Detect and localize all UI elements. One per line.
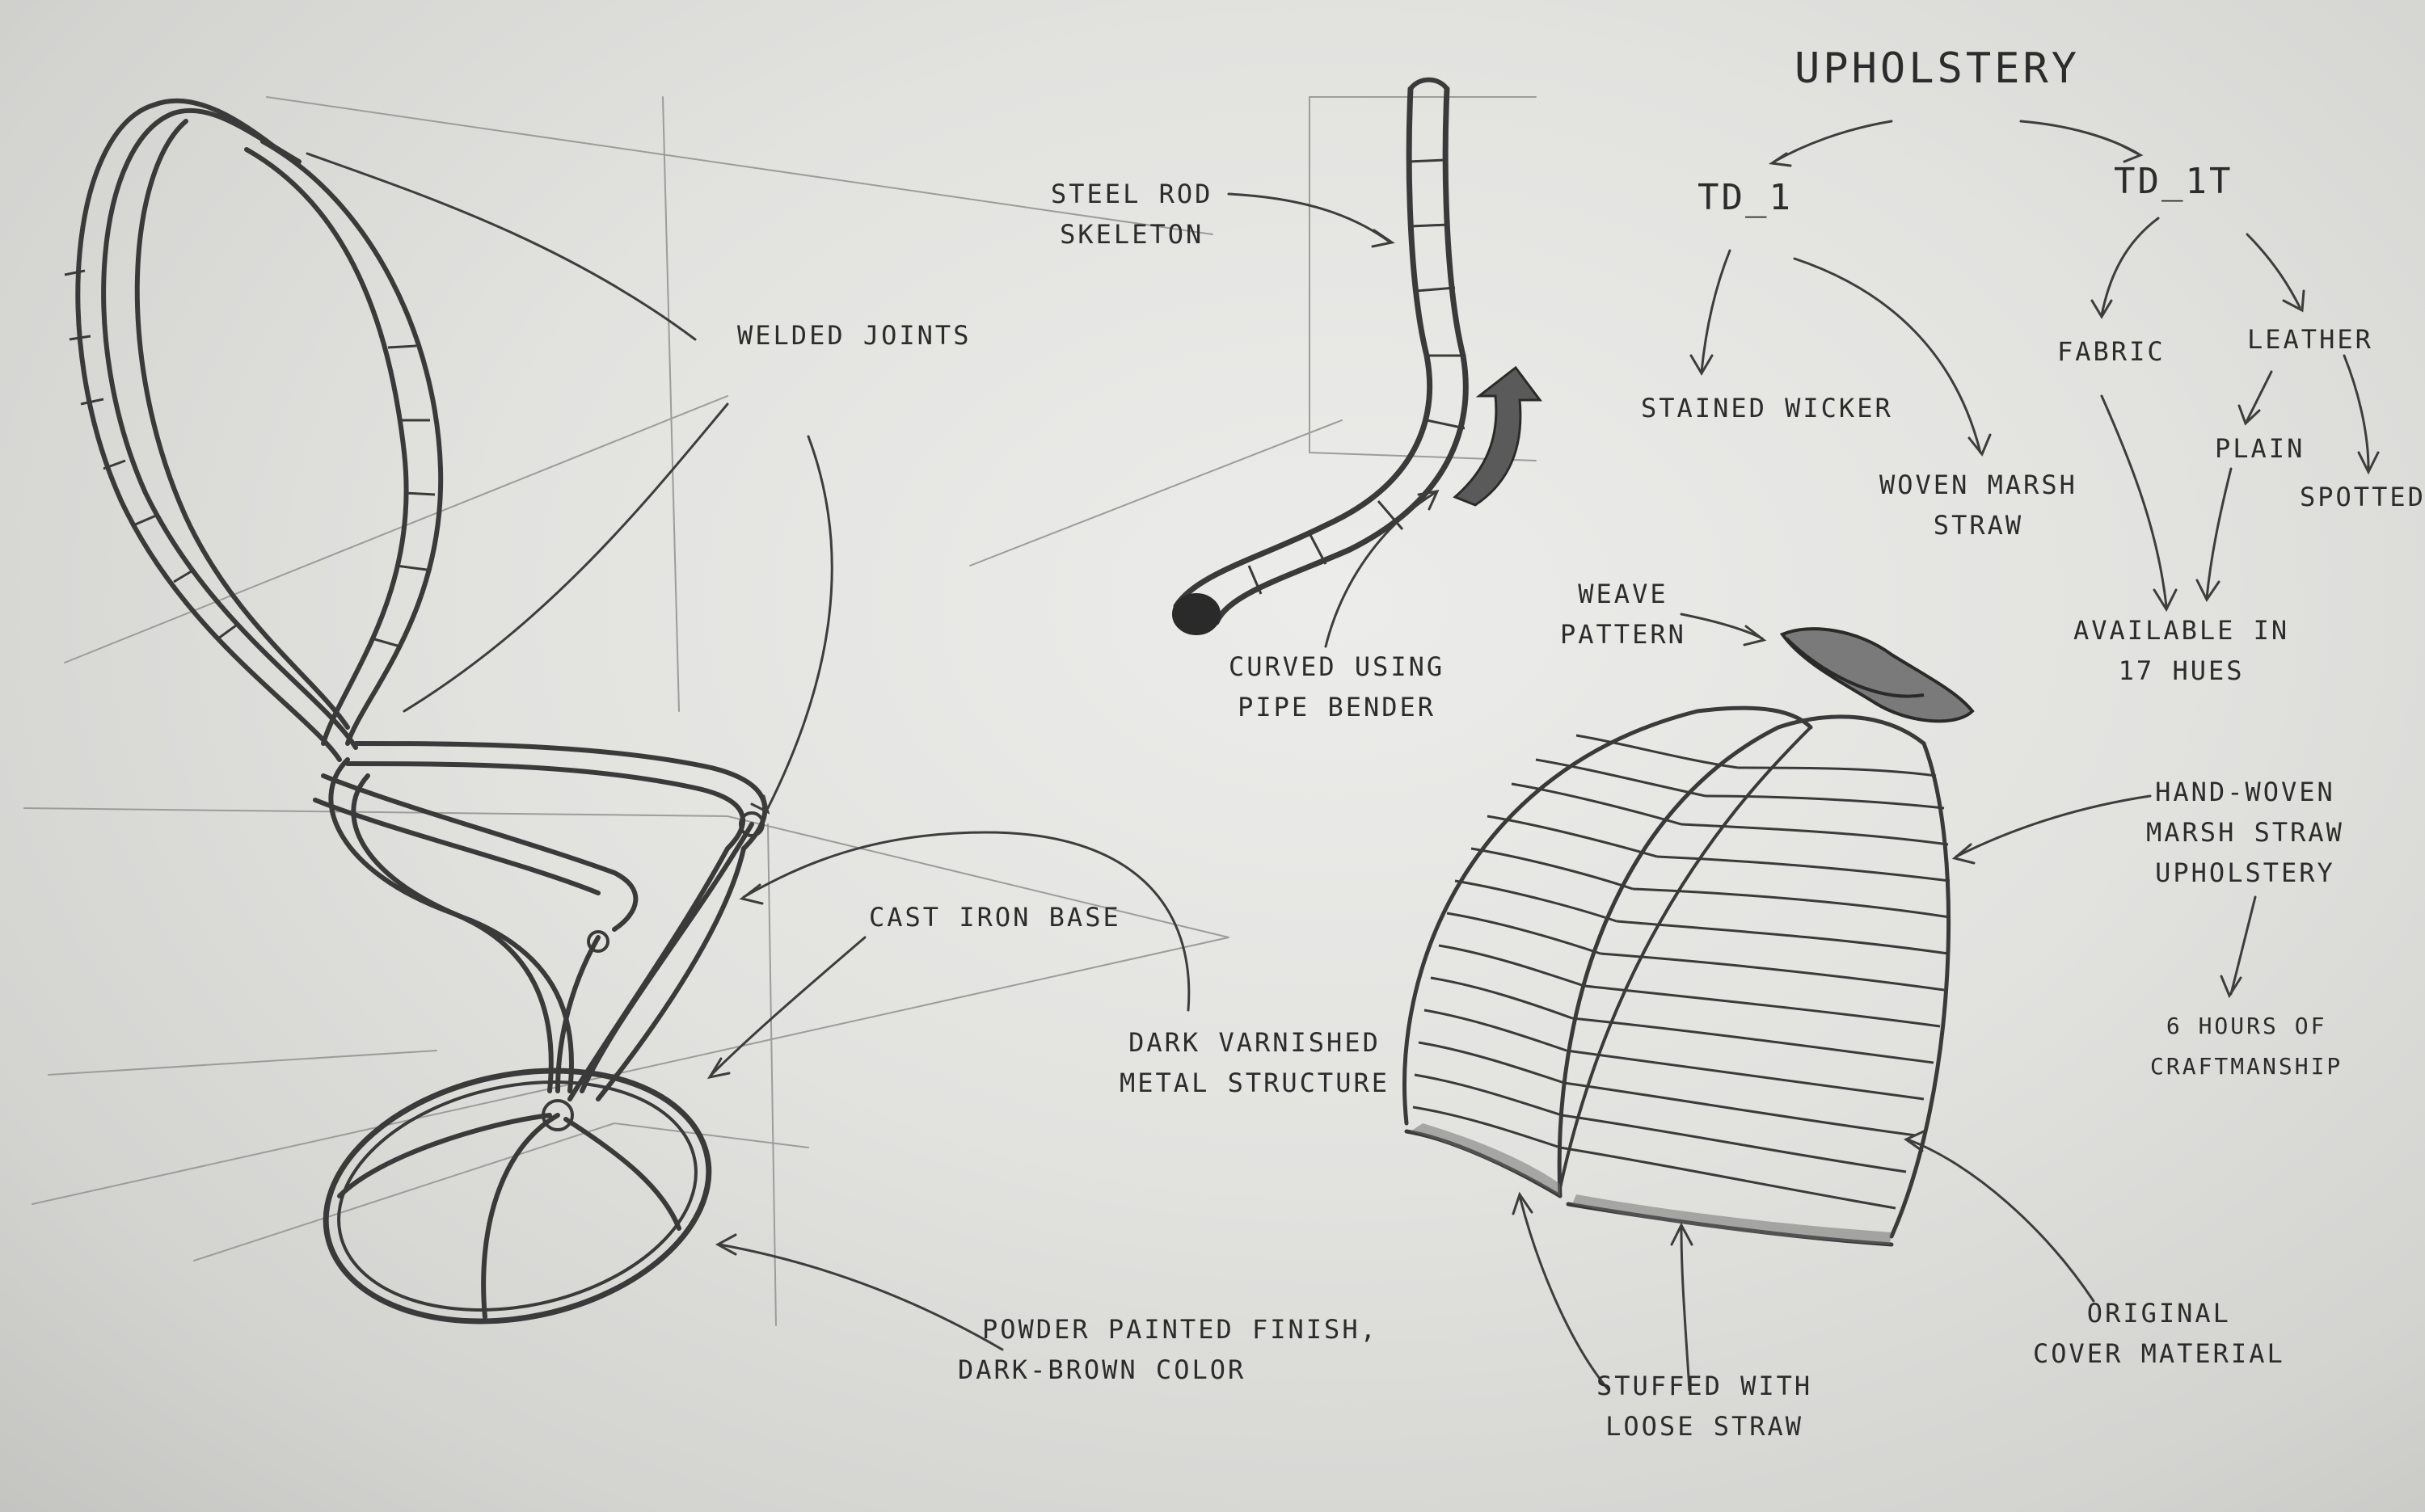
available-hues-label: Available in 17 Hues bbox=[2073, 610, 2289, 691]
stuffed-straw-label: Stuffed with Loose Straw bbox=[1596, 1366, 1812, 1447]
original-cover-line-2: Cover Material bbox=[2033, 1338, 2285, 1369]
plain-label: Plain bbox=[2215, 433, 2305, 464]
weave-pattern-line-2: Pattern bbox=[1560, 619, 1686, 650]
steel-rod-label: Steel Rod Skeleton bbox=[1051, 174, 1212, 255]
six-hours-line-2: Craftmanship bbox=[2150, 1053, 2343, 1080]
curved-using-line-2: Pipe Bender bbox=[1238, 692, 1436, 722]
powder-painted-line-1: Powder Painted Finish, bbox=[982, 1314, 1378, 1345]
available-line-1: Available in bbox=[2073, 615, 2290, 646]
steel-rod-drawing bbox=[1172, 77, 1542, 635]
stained-wicker-label: Stained Wicker bbox=[1641, 393, 1893, 423]
woven-marsh-line-2: Straw bbox=[1933, 510, 2024, 541]
six-hours-line-1: 6 Hours of bbox=[2166, 1013, 2327, 1039]
weave-pattern-line-1: Weave bbox=[1578, 579, 1668, 609]
curved-using-line-1: Curved Using bbox=[1229, 651, 1445, 682]
spotted-label: Spotted bbox=[2300, 482, 2425, 512]
steel-rod-line-1: Steel Rod bbox=[1051, 179, 1213, 209]
available-line-2: 17 Hues bbox=[2118, 655, 2245, 686]
curved-using-label: Curved Using Pipe Bender bbox=[1229, 646, 1444, 727]
fabric-label: Fabric bbox=[2057, 336, 2166, 367]
powder-painted-label: Powder Painted Finish, Dark-Brown Color bbox=[958, 1309, 1378, 1390]
construction-lines bbox=[23, 96, 1537, 1326]
upholstery-title: Upholstery bbox=[1794, 44, 2081, 93]
cushion-drawing bbox=[1402, 627, 1975, 1247]
hand-woven-line-1: Hand-Woven bbox=[2155, 777, 2335, 807]
powder-painted-line-2: Dark-Brown Color bbox=[958, 1354, 1246, 1385]
steel-rod-line-2: Skeleton bbox=[1060, 219, 1204, 250]
hand-woven-line-2: Marsh Straw bbox=[2146, 817, 2344, 848]
woven-marsh-label: Woven Marsh Straw bbox=[1879, 465, 2077, 545]
cast-iron-base-label: Cast Iron Base bbox=[869, 902, 1121, 933]
dark-varnished-line-1: Dark Varnished bbox=[1128, 1027, 1381, 1058]
six-hours-label: 6 Hours of Craftmanship bbox=[2150, 1006, 2343, 1087]
stuffed-line-2: Loose Straw bbox=[1605, 1411, 1804, 1442]
hand-woven-line-3: Upholstery bbox=[2155, 857, 2335, 888]
dark-varnished-label: Dark Varnished Metal Structure bbox=[1120, 1022, 1390, 1103]
stuffed-line-1: Stuffed with bbox=[1596, 1371, 1813, 1401]
leather-label: Leather bbox=[2247, 324, 2373, 355]
chair-frame-drawing bbox=[64, 98, 768, 1325]
hand-woven-label: Hand-Woven Marsh Straw Upholstery bbox=[2146, 772, 2344, 893]
welded-joints-label: Welded Joints bbox=[737, 320, 972, 351]
woven-marsh-line-1: Woven Marsh bbox=[1879, 470, 2077, 500]
annotation-arrows bbox=[306, 120, 2380, 1392]
original-cover-line-1: Original bbox=[2086, 1298, 2231, 1329]
td-1t-label: TD_1T bbox=[2114, 161, 2233, 202]
weave-pattern-label: Weave Pattern bbox=[1560, 574, 1686, 655]
td-1-label: TD_1 bbox=[1698, 177, 1793, 218]
original-cover-label: Original Cover Material bbox=[2033, 1293, 2285, 1374]
dark-varnished-line-2: Metal Structure bbox=[1120, 1068, 1390, 1098]
